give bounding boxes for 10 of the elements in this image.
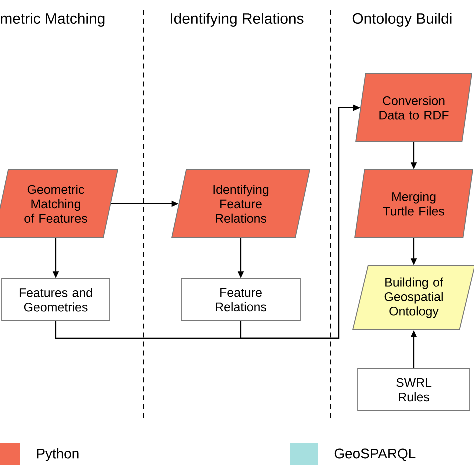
data-box: Features and Geometries [2,278,110,322]
column-header: Identifying Relations [171,13,304,27]
legend-label: GeoSPARQL [334,448,416,462]
legend-label: Python [37,448,79,462]
data-box: Feature Relations [181,278,301,322]
process-parallelogram: Geometric Matching of Features [0,170,119,238]
column-header: metric Matching [1,13,105,27]
process-parallelogram: Conversion Data to RDF [356,74,473,142]
data-box: SWRL Rules [358,368,470,412]
column-header: Ontology Buildi [352,13,452,27]
